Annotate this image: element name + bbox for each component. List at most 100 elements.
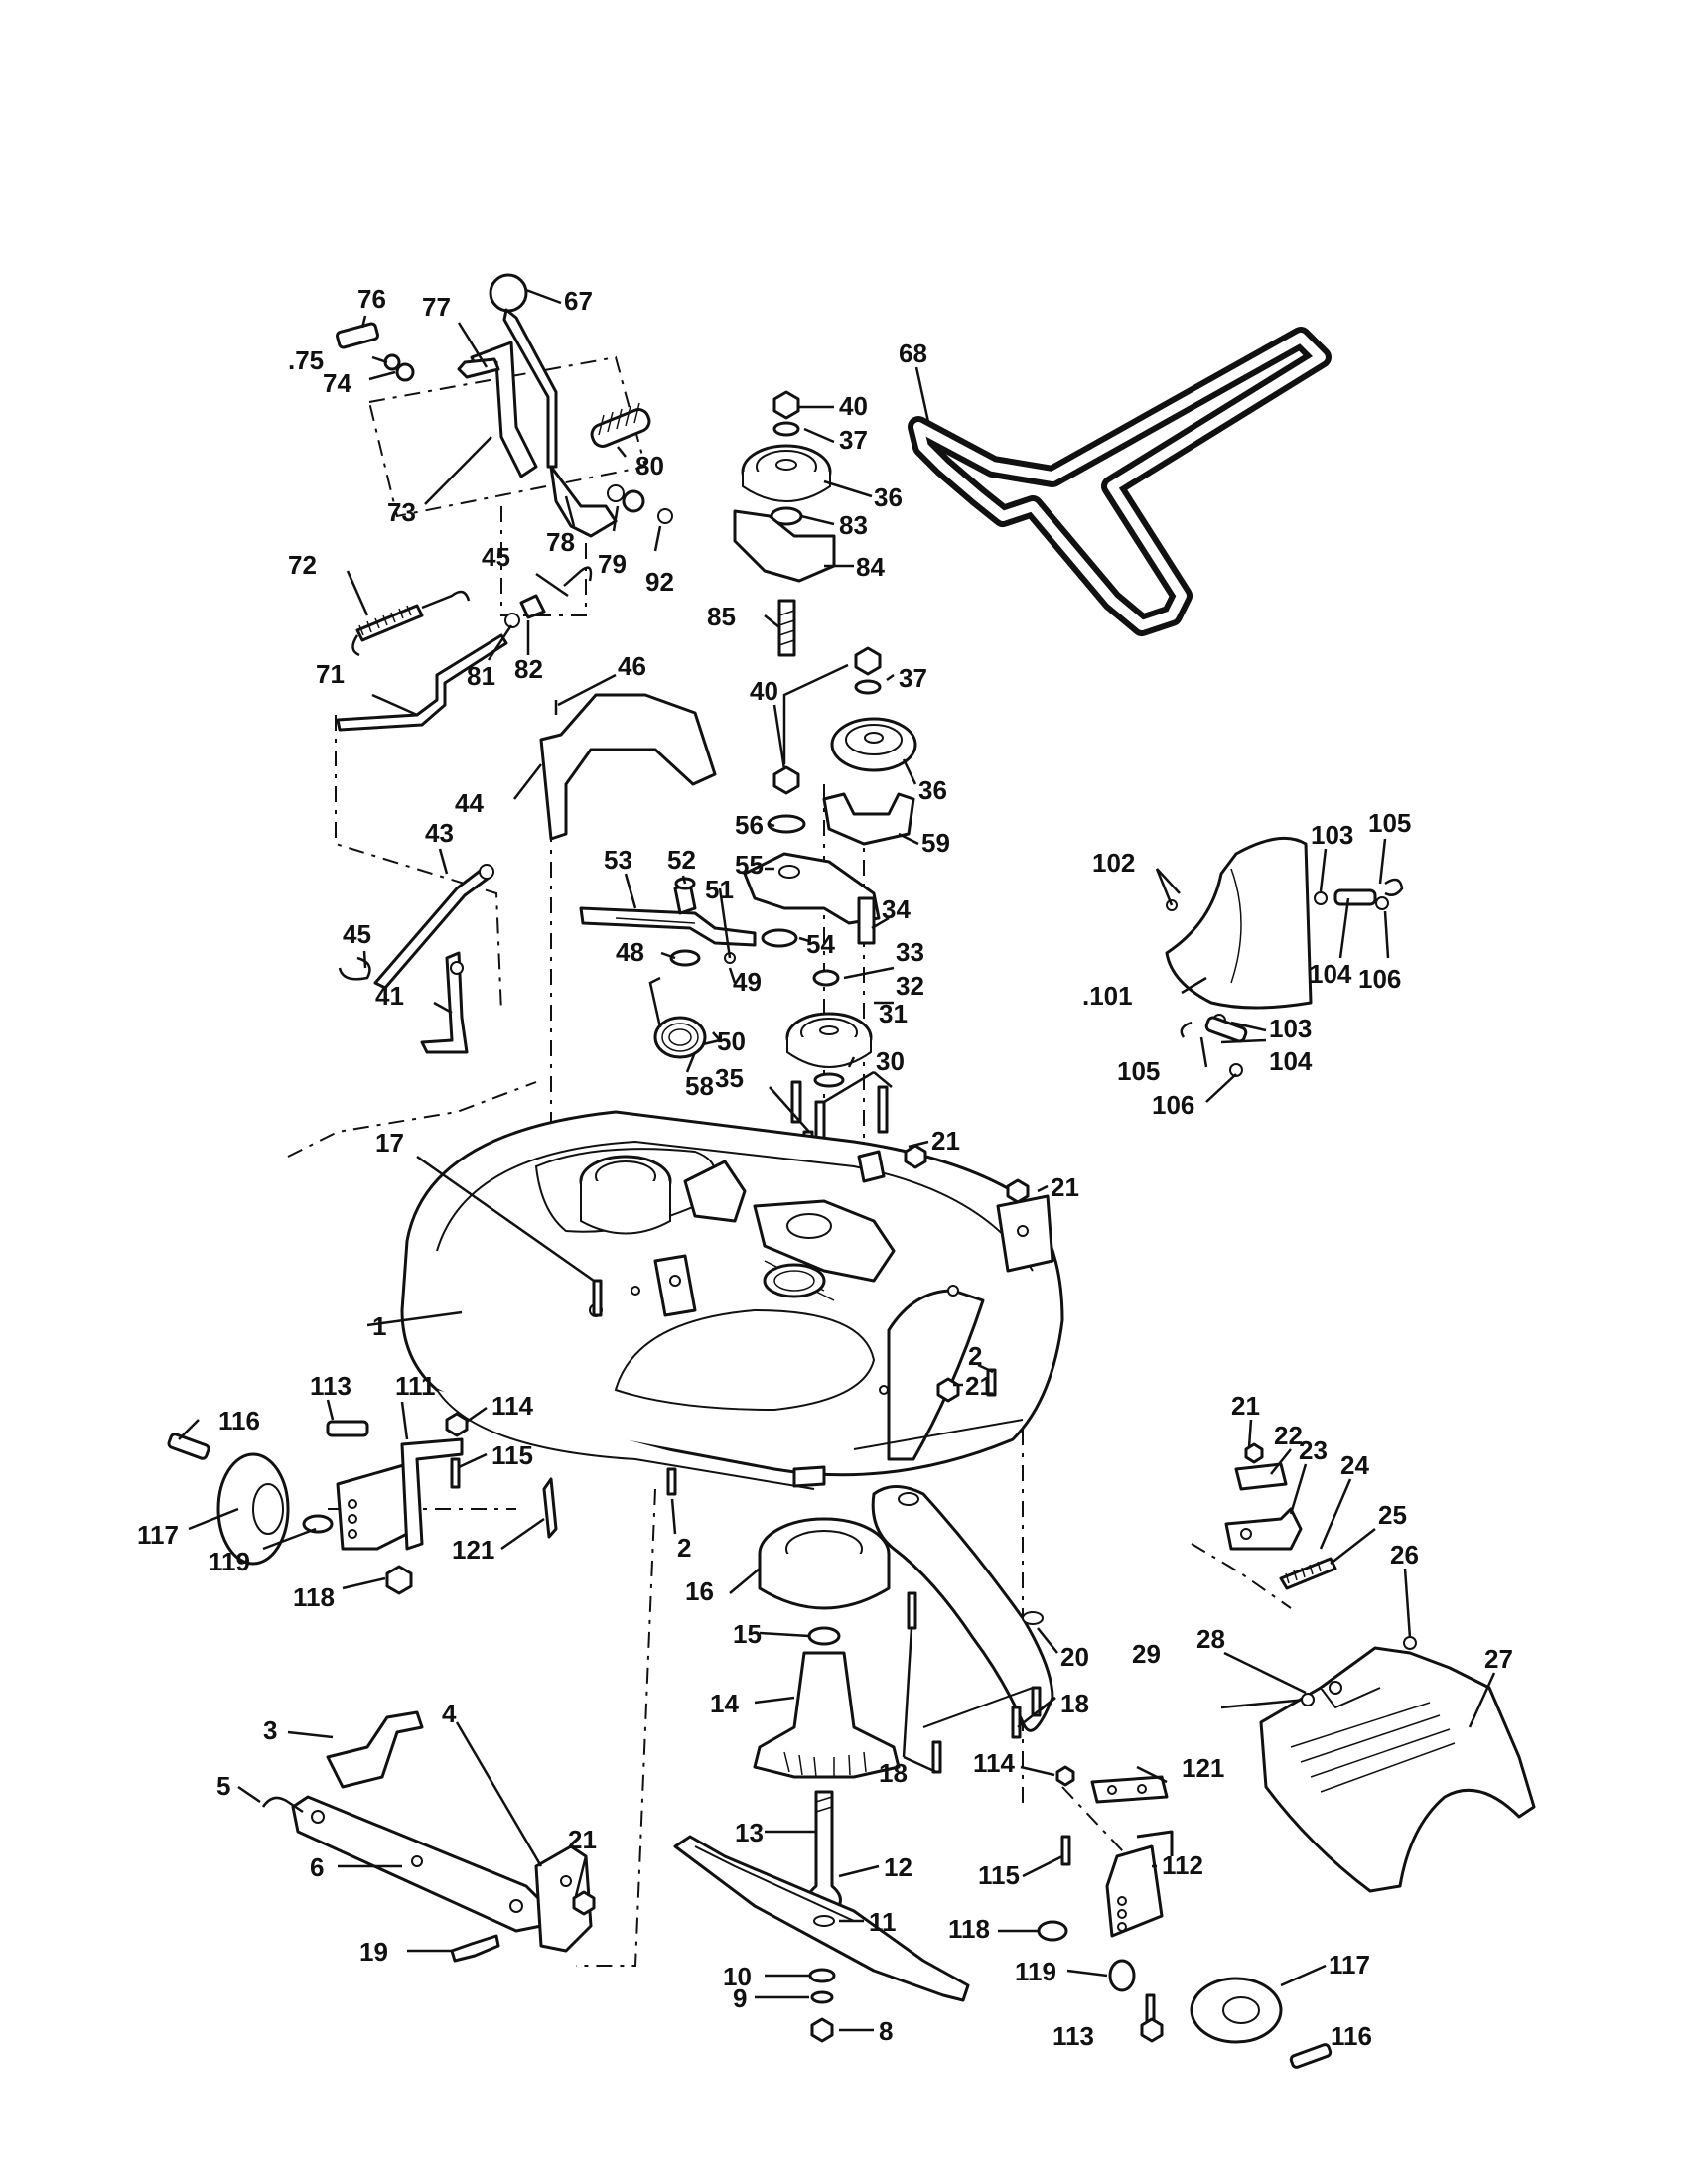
callout-label: 45	[343, 919, 371, 949]
callout-label: 13	[735, 1818, 764, 1847]
callout-label: 19	[359, 1937, 388, 1967]
callout-label: 8	[879, 2016, 893, 2046]
callout-label: 6	[310, 1852, 324, 1882]
callout-label: 102	[1092, 848, 1135, 878]
callout-label: 21	[965, 1371, 994, 1401]
callout-label: 51	[705, 875, 734, 904]
callout-label: 121	[452, 1535, 494, 1565]
callout-label: 83	[839, 510, 868, 540]
callout-label: 3	[263, 1715, 277, 1745]
right-gauge-wheel	[1037, 1765, 1333, 2069]
callout-label: 106	[1358, 964, 1401, 994]
callout-label: 21	[931, 1126, 960, 1156]
callout-label: 37	[839, 425, 868, 455]
bolt-76	[336, 322, 379, 349]
callout-label: 9	[733, 1983, 747, 2013]
callout-label: 37	[899, 663, 927, 693]
callout-label: 17	[375, 1128, 404, 1158]
callout-label: 18	[879, 1758, 908, 1788]
deck-bracket-44	[539, 693, 717, 841]
callout-label: 12	[884, 1852, 912, 1882]
callout-label: 92	[645, 567, 674, 597]
callout-label: 30	[876, 1046, 905, 1076]
callout-label: 40	[839, 391, 868, 421]
callout-label: 113	[1052, 2021, 1094, 2051]
left-gauge-wheel	[167, 1412, 558, 1595]
callout-label: 21	[1051, 1172, 1079, 1202]
callout-label: 103	[1269, 1014, 1312, 1043]
callout-label: 1	[372, 1311, 386, 1341]
callout-label: 28	[1196, 1624, 1225, 1654]
callout-label: 52	[667, 845, 696, 875]
callout-label: 78	[546, 527, 575, 557]
callout-label: 49	[733, 967, 762, 997]
callout-label: .101	[1082, 981, 1133, 1011]
callout-label: 121	[1182, 1753, 1224, 1783]
callout-label: 104	[1269, 1046, 1313, 1076]
lift-rod-71	[336, 566, 593, 732]
callout-label: 116	[1331, 2021, 1372, 2051]
callout-label: 55	[735, 850, 764, 880]
callout-label: 48	[616, 937, 644, 967]
idler-arm-53	[579, 877, 757, 967]
callout-label: 54	[806, 929, 835, 959]
callout-label: 14	[710, 1689, 739, 1718]
callout-label: 67	[564, 286, 593, 316]
spring-72	[351, 590, 471, 657]
callout-label: 36	[874, 482, 903, 512]
callout-label: 23	[1299, 1435, 1328, 1465]
callout-labels: 67 76 77 .75 74 80 73 78 79 92 72 45 81 …	[137, 284, 1513, 2051]
blade-hardware	[808, 1968, 836, 2043]
idler-arm-55	[743, 852, 881, 948]
callout-label: 72	[288, 550, 317, 580]
callout-label: 21	[568, 1825, 597, 1854]
callout-label: 119	[1015, 1957, 1056, 1986]
drive-belt	[908, 327, 1332, 636]
callout-label: 115	[978, 1860, 1020, 1890]
callout-label: 43	[425, 818, 454, 848]
callout-label: 104	[1309, 959, 1352, 989]
idler-stack-middle	[767, 646, 917, 846]
callout-label: 5	[216, 1771, 230, 1801]
callout-label: 11	[869, 1907, 897, 1937]
callout-label: 50	[717, 1026, 746, 1056]
callout-label: 26	[1390, 1540, 1419, 1570]
callout-label: 16	[685, 1576, 714, 1606]
callout-label: 32	[896, 971, 924, 1001]
callout-label: 118	[948, 1914, 990, 1944]
torsion-spring-58	[648, 976, 721, 1059]
callout-label: 114	[973, 1748, 1015, 1778]
callout-label: 35	[715, 1063, 744, 1093]
callout-label: 4	[442, 1699, 457, 1728]
callout-label: 76	[357, 284, 386, 314]
callout-label: 103	[1311, 820, 1353, 850]
callout-label: 84	[856, 552, 885, 582]
callout-label: 15	[733, 1619, 762, 1649]
callout-label: 56	[735, 810, 764, 840]
callout-label: 22	[1274, 1421, 1303, 1450]
belt-guard-20	[871, 1485, 1054, 1774]
callout-label: 79	[598, 549, 627, 579]
callout-label: 46	[618, 651, 646, 681]
callout-label: 73	[387, 497, 416, 527]
mower-deck-housing	[400, 1110, 1064, 1490]
callout-label: 113	[310, 1371, 351, 1401]
callout-label: 20	[1060, 1642, 1089, 1672]
chute-mount	[1220, 1442, 1417, 1709]
mower-blade	[673, 1835, 970, 2002]
idler-stack-upper	[733, 390, 836, 657]
callout-label: 106	[1152, 1090, 1194, 1120]
callout-label: 118	[293, 1582, 335, 1612]
callout-label: 71	[316, 659, 345, 689]
callout-label: 119	[209, 1547, 250, 1576]
front-hitch	[261, 1710, 596, 1963]
callout-label: 40	[750, 676, 778, 706]
callout-label: 116	[218, 1406, 260, 1435]
callout-leaders	[178, 288, 1496, 2032]
deflector-hinge	[1165, 836, 1404, 1077]
callout-label: 27	[1484, 1644, 1513, 1674]
callout-label: 81	[467, 661, 495, 691]
callout-label: 25	[1378, 1500, 1407, 1530]
callout-label: 117	[137, 1520, 179, 1550]
